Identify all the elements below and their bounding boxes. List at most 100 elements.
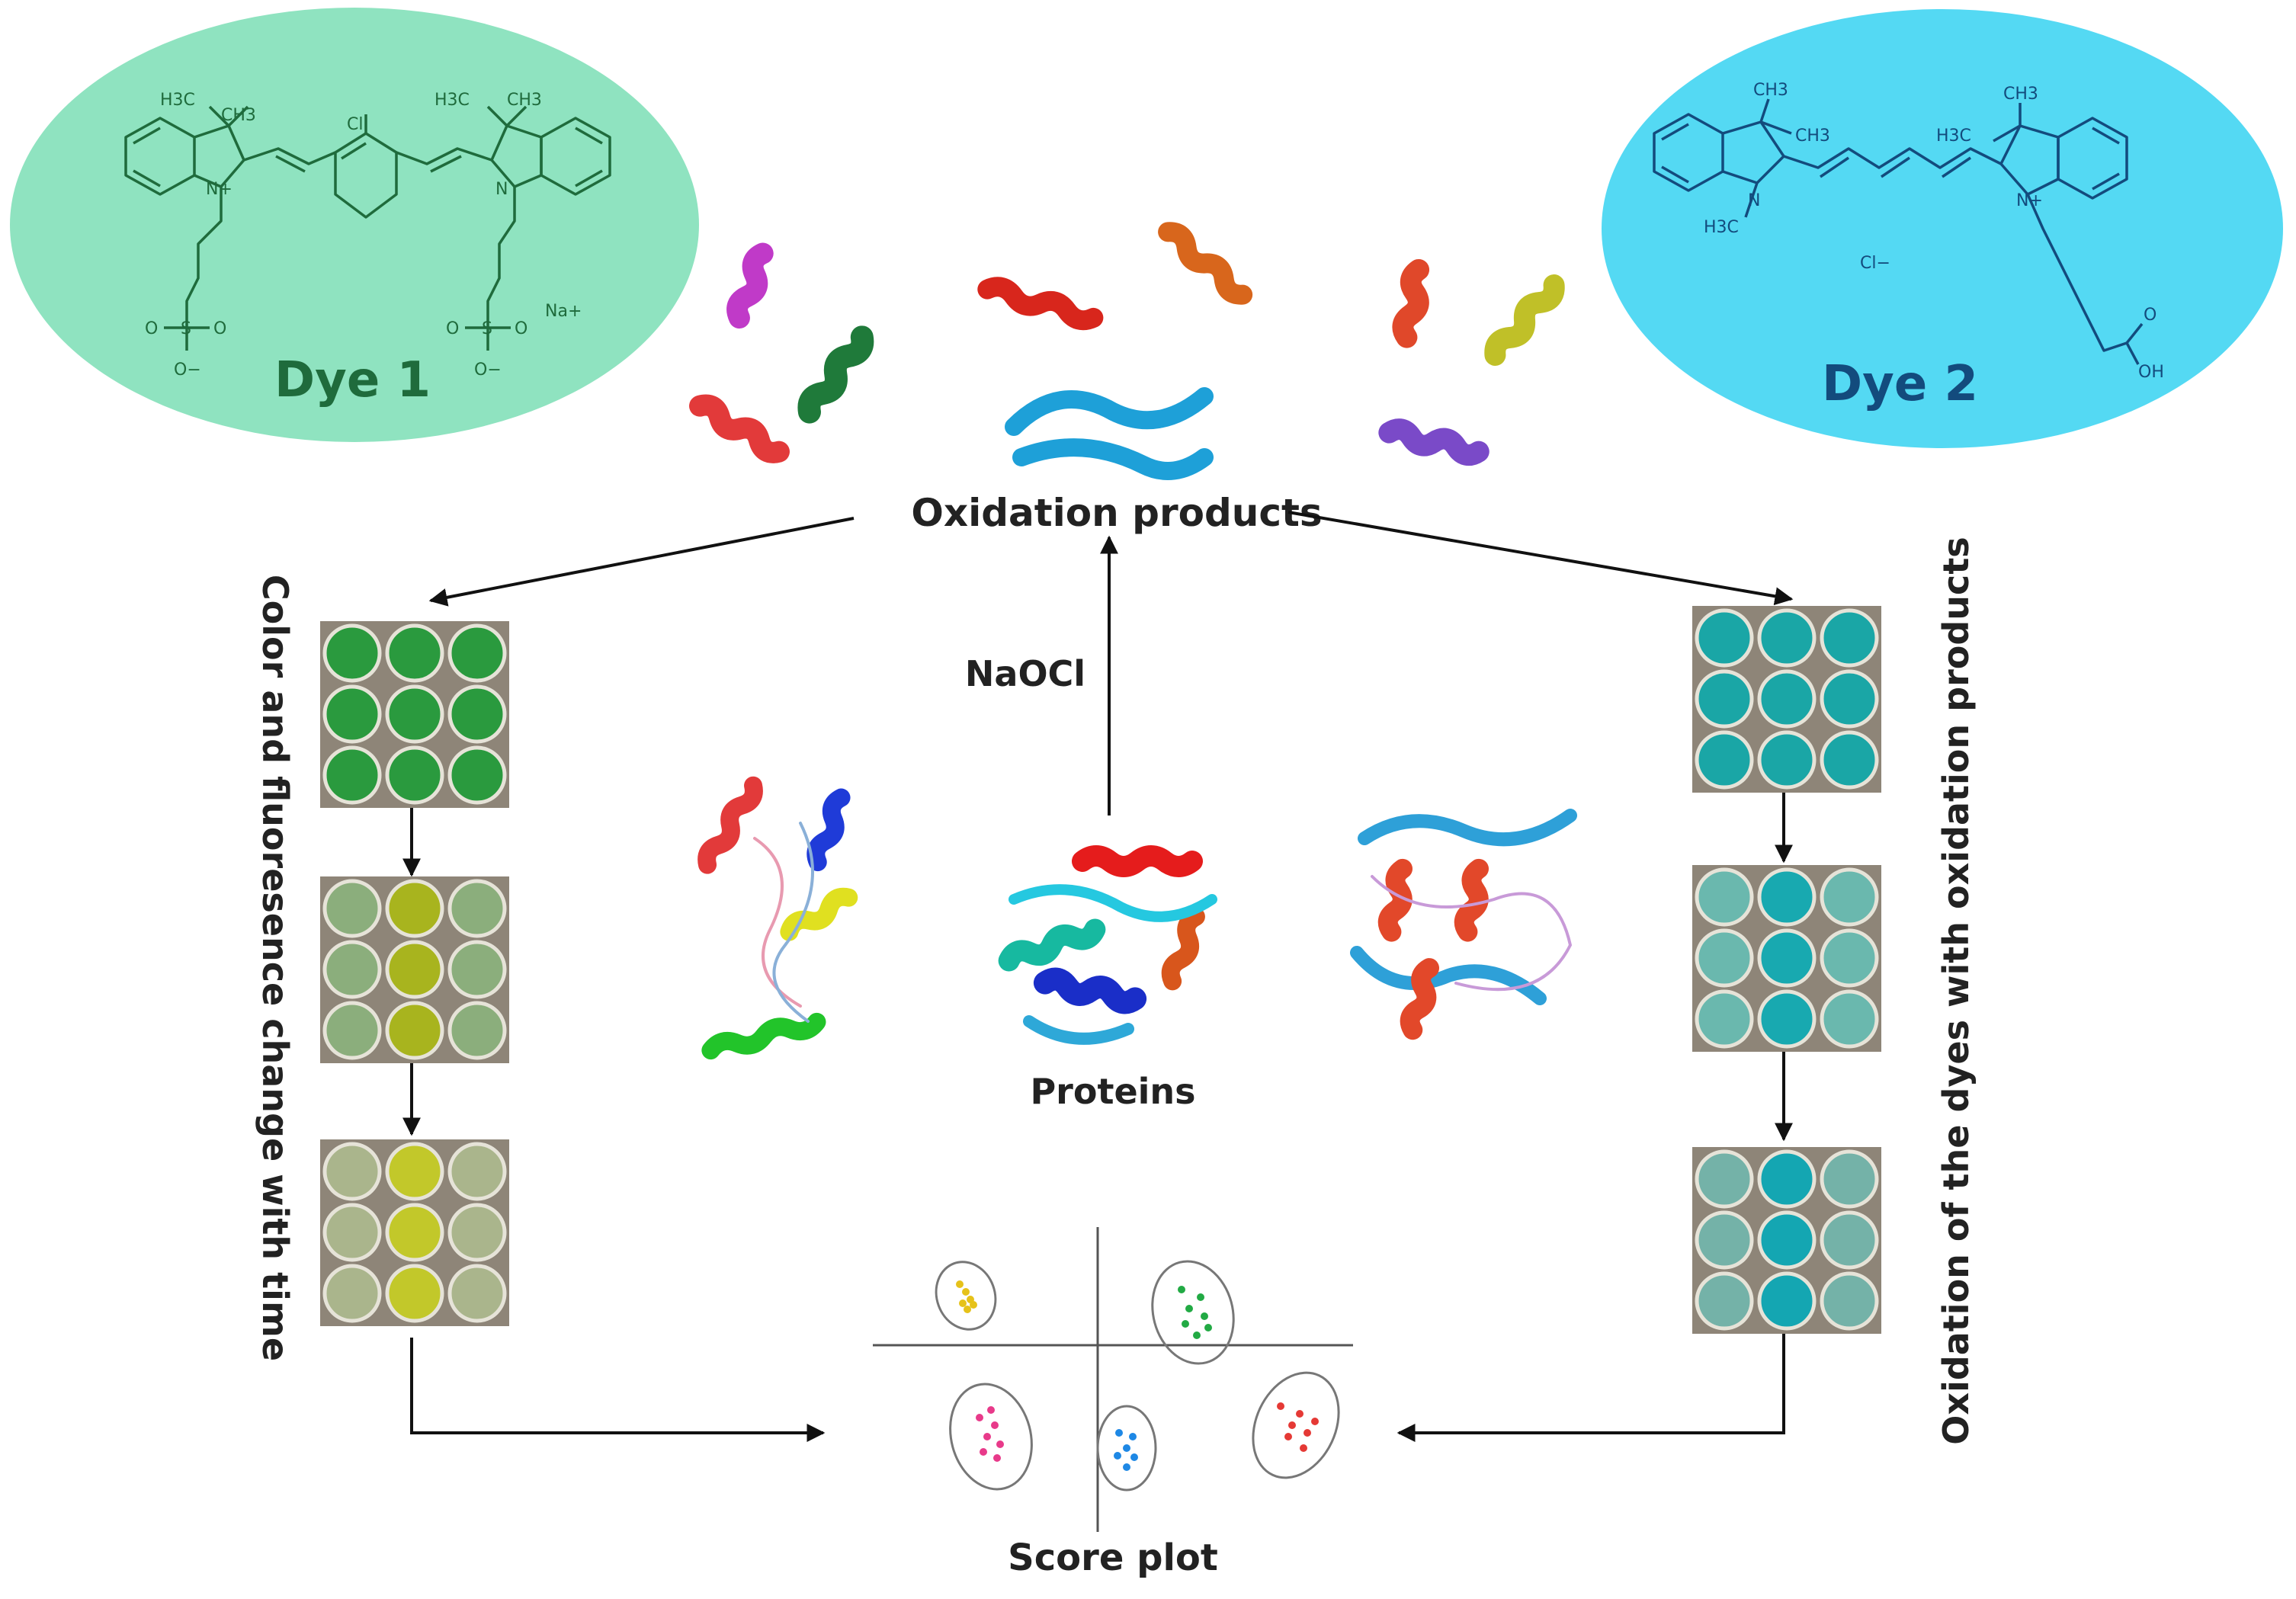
well [322,1142,382,1201]
arrow-left-to-score [410,1338,826,1442]
score-point [962,1288,970,1296]
cluster-ellipse [935,1261,997,1331]
dye1-atom: O [145,319,158,338]
score-point [976,1414,983,1421]
score-point [959,1299,967,1307]
score-point [1185,1305,1193,1312]
well [447,1001,507,1060]
left-vertical-label: Color and fluoresence change with time [255,575,296,1361]
beta-blue [1005,387,1214,480]
well [385,684,444,744]
cluster [1151,1260,1235,1365]
dye1-atom: S [181,319,191,338]
dye2-structure [1653,98,2144,365]
score-point [1277,1402,1284,1410]
well [1695,1149,1754,1209]
dye2-atom: OH [2138,363,2164,382]
dye1-atom: H3C [160,91,195,110]
well [1820,669,1879,729]
well [385,623,444,683]
dye2-label: Dye 2 [1822,356,1978,412]
well [1757,1271,1817,1331]
well [1695,867,1754,927]
cluster-ellipse [949,1383,1033,1491]
dye1-label: Dye 1 [274,352,431,409]
well [1695,730,1754,790]
cluster-ellipse [1252,1371,1340,1479]
cluster-ellipse [1151,1260,1235,1365]
dye1-atom: O [213,319,226,338]
score-point [1204,1324,1212,1331]
score-point [1182,1320,1189,1328]
well [322,1203,382,1262]
score-point [1129,1433,1137,1440]
dye1-atom: CH3 [221,106,256,125]
score-point [1178,1286,1185,1293]
well [1820,867,1879,927]
well [1695,989,1754,1049]
cluster [1096,1405,1157,1492]
score-point [1201,1312,1208,1320]
well [1757,608,1817,668]
score-point [1288,1421,1296,1429]
score-point [1193,1331,1201,1339]
score-point [1197,1293,1204,1301]
well [1757,867,1817,927]
plate-left-1 [320,621,509,808]
dye2-atom: O [2144,306,2157,325]
helix-red-left [689,394,790,463]
well-plates [320,606,1881,1334]
score-point [1311,1418,1319,1425]
well [385,1001,444,1060]
score-point [1115,1429,1123,1437]
well [385,1142,444,1201]
dye1-ellipse [10,8,699,442]
well [385,940,444,999]
arrows [402,511,1794,1442]
well [385,1203,444,1262]
well [447,684,507,744]
dye2-atom: CH3 [1795,127,1830,146]
well [322,879,382,938]
score-point [1123,1463,1130,1471]
score-point [1304,1429,1311,1437]
well [1695,928,1754,988]
well [385,745,444,805]
well [1820,608,1879,668]
dye2-atom: N+ [2016,191,2043,210]
well [1757,669,1817,729]
well [385,879,444,938]
well [1757,928,1817,988]
score-point [991,1421,999,1429]
score-point [1123,1444,1130,1452]
dye2-panel: CH3 CH3 CH3 H3C N H3C N+ Cl− O OH Dye 2 [1602,9,2283,448]
well [1820,1149,1879,1209]
dye1-panel: H3C CH3 Cl H3C CH3 N+ N Na+ O S O O− O S… [10,8,699,442]
cluster-ellipse [1096,1405,1157,1492]
well [1695,608,1754,668]
well [447,1264,507,1323]
dye2-atom-labels: CH3 CH3 CH3 H3C N H3C N+ Cl− O OH [1704,81,2164,382]
helix-purple [1378,418,1490,466]
well [447,1142,507,1201]
oxidation-product-structures [689,222,1565,480]
well [1820,989,1879,1049]
helix-olive [1484,274,1565,366]
protein-structures [697,776,1577,1060]
well [1757,730,1817,790]
score-point [1114,1452,1121,1460]
score-plot [873,1227,1353,1532]
dye1-atom: Na+ [545,302,582,321]
score-point [993,1454,1001,1462]
plate-right-1 [1692,606,1881,793]
well [1820,1210,1879,1270]
score-point [1300,1444,1307,1452]
dye2-atom: H3C [1936,127,1971,146]
score-point [983,1433,991,1440]
arrow-to-right-plates [1287,511,1794,606]
dye2-atom: CH3 [2003,85,2038,104]
well [1757,1210,1817,1270]
score-point [964,1306,971,1313]
